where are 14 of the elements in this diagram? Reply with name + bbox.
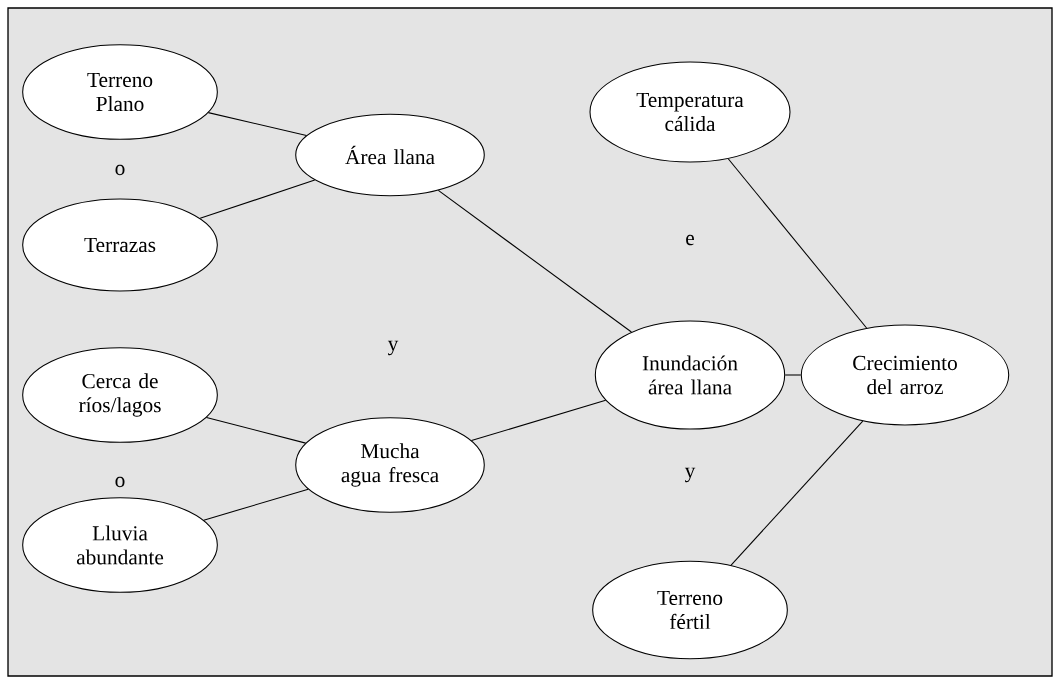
connector-line xyxy=(730,420,864,566)
connective-word: o xyxy=(115,476,125,488)
connective-word: y xyxy=(387,340,399,356)
connector-line xyxy=(784,374,802,376)
connector-line xyxy=(470,399,607,442)
connective-word: o xyxy=(115,164,125,176)
connector-line xyxy=(437,189,632,333)
connector-line xyxy=(199,179,316,219)
connective-word: y xyxy=(684,467,696,483)
connector-line xyxy=(203,488,309,521)
connector-line xyxy=(727,158,868,329)
connector-line xyxy=(205,416,307,444)
connective-word: e xyxy=(686,234,694,246)
connector-line xyxy=(207,112,307,137)
